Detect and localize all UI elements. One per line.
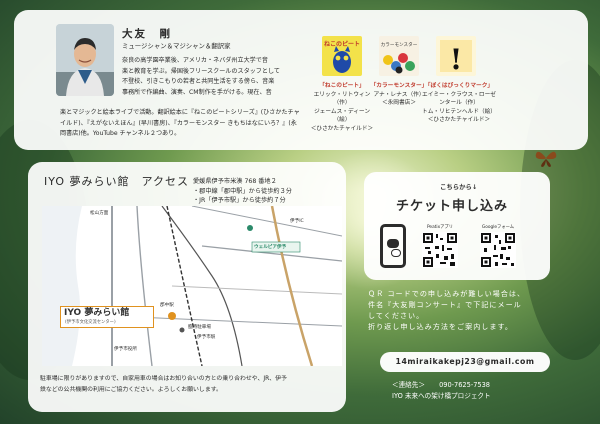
book-publisher: ＜ひさかたチャイルド＞ bbox=[310, 125, 374, 132]
address-line: ・郡中線「郡中駅」から徒歩約３分 bbox=[193, 187, 292, 195]
book-caption-pete: 「ねこのピート」 エリック・リトウィン（作） ジェームス・ディーン（絵） ＜ひさ… bbox=[307, 82, 377, 134]
venue-subname: (伊予市文化交流センター) bbox=[65, 320, 116, 325]
book-caption-color-monster: 「カラーモンスター」 アナ・レナス（作） ＜永岡書店＞ bbox=[364, 82, 434, 108]
book-cover-color-monster: カラーモンスター bbox=[379, 36, 419, 76]
cover-title: カラーモンスター bbox=[381, 41, 418, 48]
parking-note-line: 駐車場に限りがありますので、自家用車の場合はお知り合いの方との乗り合わせや、JR… bbox=[40, 376, 287, 382]
book-author: エイミー・クラウス・ローゼンタール（作） bbox=[422, 91, 496, 107]
address-line: ・JR「伊予市駅」から徒歩約７分 bbox=[193, 197, 286, 205]
profile-photo bbox=[56, 24, 114, 96]
contact-block: ＜連絡先＞ 090-7625-7538 IYO 未来への架け橋プロジェクト bbox=[392, 380, 491, 402]
contact-organization: IYO 未来への架け橋プロジェクト bbox=[392, 392, 491, 400]
map-label-matsuyama: 松山方面 bbox=[90, 211, 109, 216]
instruction-line: ＱＲ コードでの申し込みが難しい場合は、 bbox=[368, 289, 526, 298]
contact-label: ＜連絡先＞ bbox=[392, 381, 425, 389]
map-label-highway: 伊予IC bbox=[290, 219, 304, 224]
book-title: 「ねこのピート」 bbox=[319, 83, 365, 89]
map-label-parking: 臨時駐車場 bbox=[188, 325, 211, 330]
book-cover-exclamation: ! bbox=[436, 36, 476, 76]
ticket-subtitle: こちらから↓ bbox=[440, 183, 478, 191]
book-cover-pete: ねこのピート bbox=[322, 36, 362, 76]
book-publisher: ＜ひさかたチャイルド＞ bbox=[427, 117, 491, 124]
contact-phone: 090-7625-7538 bbox=[439, 381, 490, 389]
cover-title: ねこのピート bbox=[324, 40, 360, 48]
bio-line: 楽とマジックと絵本ライブで活動。翻訳絵本に『ねこのピートシリーズ』(ひさかたチャ bbox=[60, 109, 300, 116]
profile-bio: 奈良の高学園卒業後、アメリカ・ネバダ州立大学で音 楽と教育を学ぶ。帰国後フリース… bbox=[122, 56, 318, 98]
map-label-school: 伊予市役所 bbox=[114, 347, 137, 352]
address-line: 愛媛県伊予市米湊 768 番地２ bbox=[193, 178, 277, 185]
ticket-panel: こちらから↓ チケット申し込み Peatixアプリ Googleフォーム bbox=[364, 172, 550, 280]
map-label-wellpia: ウェルピア伊予 bbox=[254, 245, 287, 250]
venue-name: IYO 夢みらい館 bbox=[64, 308, 130, 318]
bio-line: 事務所で作編曲、演奏、CM制作を手がける。現在、音 bbox=[122, 88, 272, 96]
bio-line: 奈良の高学園卒業後、アメリカ・ネバダ州立大学で音 bbox=[122, 57, 268, 64]
access-panel: IYO 夢みらい館 アクセス 愛媛県伊予市米湊 768 番地２ ・郡中線「郡中駅… bbox=[28, 162, 346, 412]
qr-label-google-form: Googleフォーム bbox=[481, 225, 515, 230]
profile-bio-continued: 楽とマジックと絵本ライブで活動。翻訳絵本に『ねこのピートシリーズ』(ひさかたチャ… bbox=[60, 108, 318, 140]
venue-label-box: IYO 夢みらい館 (伊予市文化交流センター) bbox=[60, 306, 154, 328]
profile-panel: 大友 剛 ミュージシャン＆マジシャン＆翻訳家 奈良の高学園卒業後、アメリカ・ネバ… bbox=[14, 10, 588, 150]
instruction-line: 折り返し申し込み方法をご案内します。 bbox=[368, 322, 513, 331]
book-caption-exclamation: 「ぼくはびっくりマーク」 エイミー・クラウス・ローゼンタール（作） トム・リヒテ… bbox=[421, 82, 497, 125]
bio-line: イルド)、『えがないえほん』(早川書房)、『カラーモンスター きもちはなにいろ？… bbox=[60, 119, 297, 127]
book-title: 「ぼくはびっくりマーク」 bbox=[424, 83, 494, 89]
instruction-line: してください。 bbox=[368, 311, 425, 320]
butterfly-icon bbox=[535, 151, 557, 167]
map-label-gunchu-station: 郡中駅 bbox=[160, 303, 174, 308]
smartphone-icon bbox=[380, 224, 406, 268]
profile-role: ミュージシャン＆マジシャン＆翻訳家 bbox=[122, 42, 231, 50]
book-illustrator: ジェームス・ディーン（絵） bbox=[313, 108, 371, 124]
ticket-title: チケット申し込み bbox=[396, 199, 509, 214]
access-map: 松山方面 ウェルピア伊予 伊予市駅 郡中駅 伊予IC 臨時駐車場 伊予市役所 I… bbox=[42, 205, 343, 367]
book-title: 「カラーモンスター」 bbox=[370, 83, 428, 89]
instruction-line: 件名『大友剛コンサート』で下記にメール bbox=[368, 300, 522, 309]
book-author: アナ・レナス（作） bbox=[373, 91, 425, 98]
map-label-iyo-station: 伊予市駅 bbox=[197, 335, 216, 340]
bio-line: 不登校、引きこもりの若者と共同生活をする傍ら、音楽 bbox=[122, 78, 275, 86]
parking-note: 駐車場に限りがありますので、自家用車の場合はお知り合いの方との乗り合わせや、JR… bbox=[40, 374, 336, 395]
address-block: 愛媛県伊予市米湊 768 番地２ ・郡中線「郡中駅」から徒歩約３分 ・JR「伊予… bbox=[193, 177, 292, 206]
email-instructions: ＱＲ コードでの申し込みが難しい場合は、 件名『大友剛コンサート』で下記にメール… bbox=[368, 288, 568, 332]
profile-name: 大友 剛 bbox=[122, 28, 172, 40]
book-author: エリック・リトウィン（作） bbox=[313, 91, 371, 107]
parking-note-line: 鉄などの公共機関の利用にご協力ください。よろしくお願いします。 bbox=[40, 386, 222, 393]
bio-line: 岡書店)他。YouTube チャンネル２つあり。 bbox=[60, 130, 181, 138]
qr-code-google-form[interactable] bbox=[480, 232, 516, 268]
qr-label-peatix: Peatixアプリ bbox=[426, 225, 454, 230]
access-title: IYO 夢みらい館 アクセス bbox=[44, 175, 189, 188]
qr-code-peatix[interactable] bbox=[422, 232, 458, 268]
bio-line: 楽と教育を学ぶ。帰国後フリースクールのスタッフとして bbox=[122, 67, 280, 75]
contact-email[interactable]: 14miraikakepj23@gmail.com bbox=[380, 352, 550, 372]
cover-title: ! bbox=[450, 43, 462, 76]
book-publisher: ＜永岡書店＞ bbox=[381, 100, 417, 107]
book-illustrator: トム・リヒテンヘルド（絵） bbox=[422, 108, 496, 115]
